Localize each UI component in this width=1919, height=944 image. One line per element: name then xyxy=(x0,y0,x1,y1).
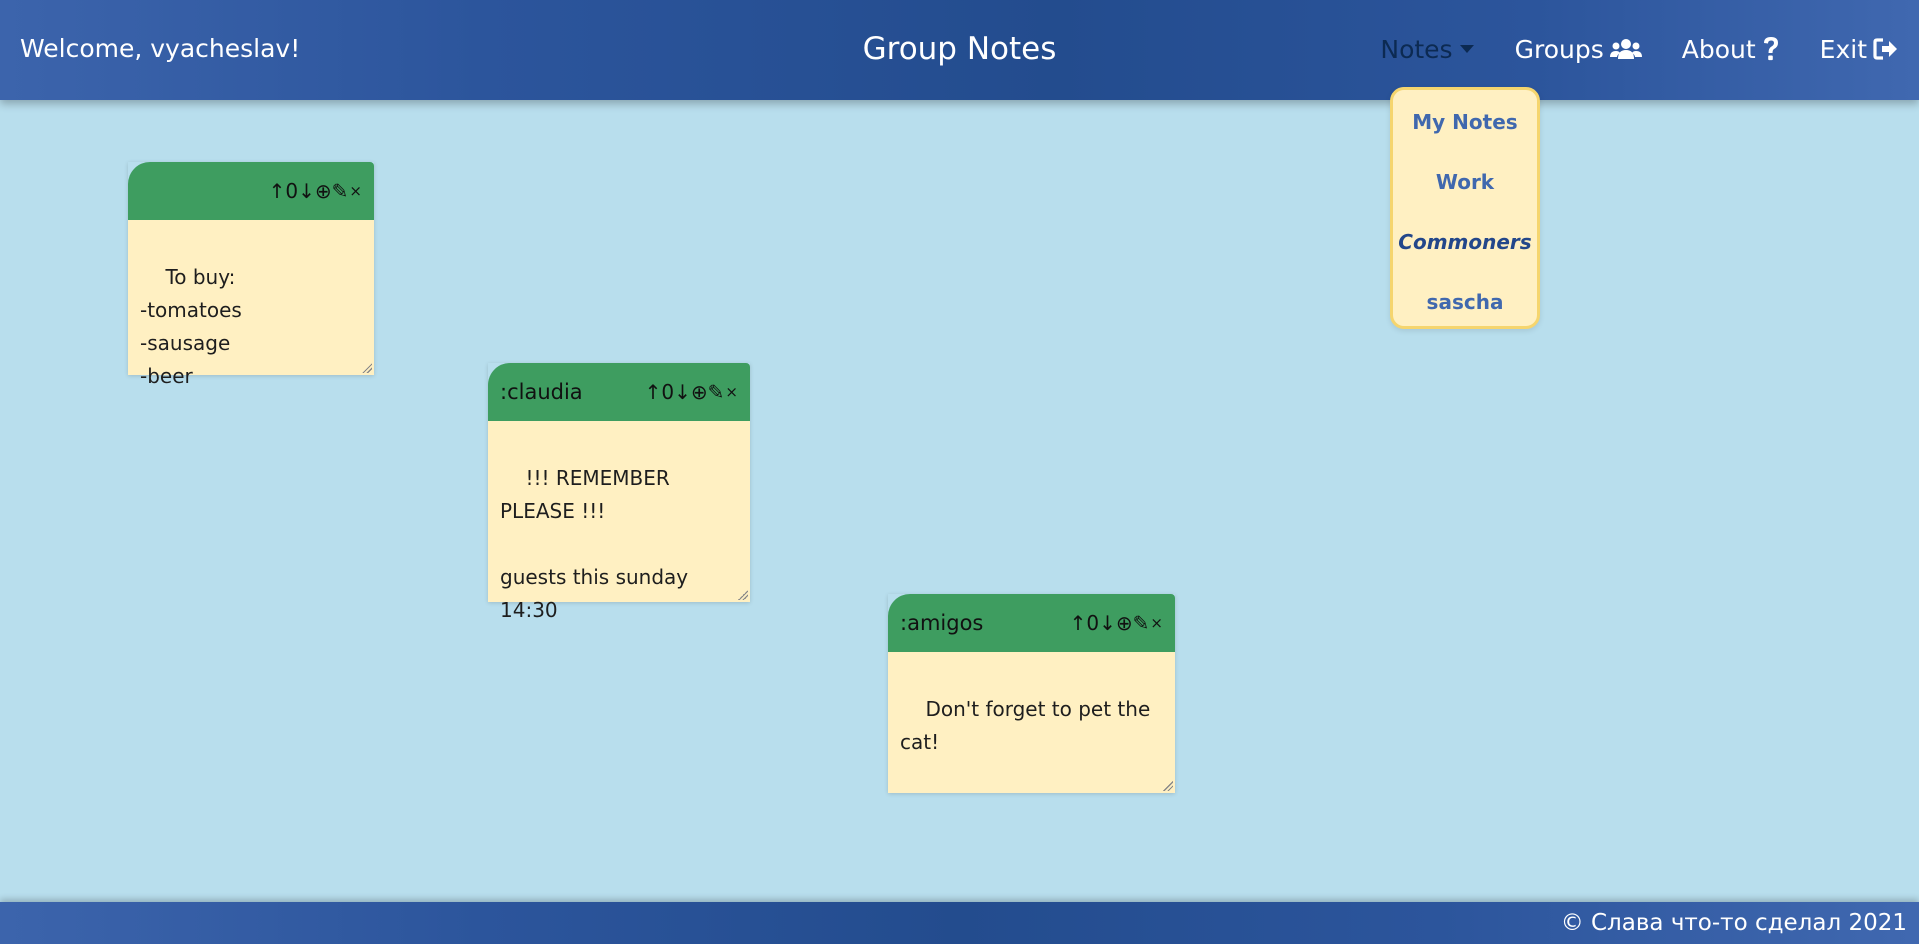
vote-count: 0 xyxy=(1086,611,1100,635)
downvote-button[interactable]: ↓ xyxy=(674,380,691,404)
app-title: Group Notes xyxy=(0,0,1919,98)
resize-handle[interactable] xyxy=(362,363,372,373)
note-controls: ↑0↓⊕✎× xyxy=(1070,611,1163,635)
note-text[interactable]: Don't forget to pet the cat! xyxy=(888,652,1175,793)
edit-note-button[interactable]: ✎ xyxy=(707,380,725,404)
nav-groups-label: Groups xyxy=(1514,34,1604,64)
edit-note-button[interactable]: ✎ xyxy=(331,179,349,203)
nav-groups[interactable]: Groups xyxy=(1515,35,1642,64)
note-content: !!! REMEMBER PLEASE !!! guests this sund… xyxy=(500,466,689,622)
note-text[interactable]: To buy: -tomatoes -sausage -beer xyxy=(128,220,374,388)
upvote-button[interactable]: ↑ xyxy=(644,380,662,404)
add-note-button[interactable]: ⊕ xyxy=(314,179,332,203)
footer-bar: © Слава что-то сделал 2021 xyxy=(0,902,1919,944)
vote-count: 0 xyxy=(661,380,675,404)
delete-note-button[interactable]: × xyxy=(725,383,738,401)
resize-handle[interactable] xyxy=(1163,781,1173,791)
menu-item-my-notes[interactable]: My Notes xyxy=(1412,110,1518,134)
welcome-message: Welcome, vyacheslav! xyxy=(20,34,301,63)
question-icon xyxy=(1763,37,1778,61)
sign-out-icon xyxy=(1873,38,1897,60)
app-title-text: Group Notes xyxy=(862,31,1057,67)
note-group-label: :claudia xyxy=(500,380,583,404)
note-header: :claudia ↑0↓⊕✎× xyxy=(488,363,750,421)
vote-count: 0 xyxy=(285,179,299,203)
main-nav: Notes Groups About Exit xyxy=(1340,0,1899,98)
resize-handle[interactable] xyxy=(738,590,748,600)
nav-exit[interactable]: Exit xyxy=(1820,35,1899,64)
note-controls: ↑0↓⊕✎× xyxy=(269,179,362,203)
menu-item-sascha[interactable]: sascha xyxy=(1426,290,1504,314)
note-card: :claudia ↑0↓⊕✎× !!! REMEMBER PLEASE !!! … xyxy=(488,363,750,622)
note-header: ↑0↓⊕✎× xyxy=(128,162,374,220)
nav-notes-label: Notes xyxy=(1380,34,1453,64)
nav-about[interactable]: About xyxy=(1682,35,1780,64)
nav-exit-label: Exit xyxy=(1819,34,1867,64)
add-note-button[interactable]: ⊕ xyxy=(1115,611,1133,635)
users-icon xyxy=(1609,39,1642,59)
note-content: To buy: -tomatoes -sausage -beer xyxy=(140,265,242,388)
upvote-button[interactable]: ↑ xyxy=(1069,611,1087,635)
upvote-button[interactable]: ↑ xyxy=(268,179,286,203)
add-note-button[interactable]: ⊕ xyxy=(690,380,708,404)
downvote-button[interactable]: ↓ xyxy=(1099,611,1116,635)
note-card: ↑0↓⊕✎× To buy: -tomatoes -sausage -beer xyxy=(128,162,374,388)
caret-down-icon xyxy=(1459,45,1474,53)
note-text[interactable]: !!! REMEMBER PLEASE !!! guests this sund… xyxy=(488,421,750,622)
copyright-text: © Слава что-то сделал 2021 xyxy=(1560,910,1907,936)
menu-item-work[interactable]: Work xyxy=(1435,170,1495,194)
top-navbar: Welcome, vyacheslav! Group Notes Notes G… xyxy=(0,0,1919,100)
notes-dropdown-menu: My Notes Work Commoners sascha xyxy=(1390,87,1540,329)
menu-item-commoners[interactable]: Commoners xyxy=(1398,230,1532,254)
downvote-button[interactable]: ↓ xyxy=(298,179,315,203)
note-card: :amigos ↑0↓⊕✎× Don't forget to pet the c… xyxy=(888,594,1175,793)
note-controls: ↑0↓⊕✎× xyxy=(645,380,738,404)
note-header: :amigos ↑0↓⊕✎× xyxy=(888,594,1175,652)
nav-about-label: About xyxy=(1681,34,1756,64)
note-group-label: :amigos xyxy=(900,611,984,635)
edit-note-button[interactable]: ✎ xyxy=(1132,611,1150,635)
delete-note-button[interactable]: × xyxy=(1150,614,1163,632)
delete-note-button[interactable]: × xyxy=(349,182,362,200)
note-content: Don't forget to pet the cat! xyxy=(900,697,1157,754)
nav-notes[interactable]: Notes xyxy=(1380,35,1474,64)
